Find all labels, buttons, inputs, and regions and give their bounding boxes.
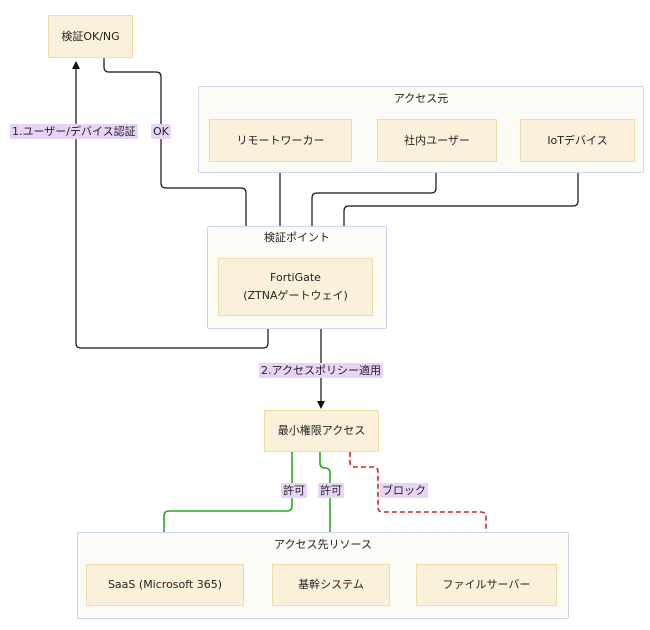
edge-allow-core [319, 452, 334, 563]
edge-label-ok: OK [151, 124, 171, 139]
edge-iot-to-fortigate [340, 162, 579, 256]
edge-label-allow-saas: 許可 [281, 483, 307, 498]
edge-label-policy: 2.アクセスポリシー適用 [259, 363, 383, 378]
verify-result-label: 検証OK/NG [61, 29, 120, 43]
least-privilege-label: 最小権限アクセス [277, 424, 366, 438]
file-server-node: ファイルサーバー [416, 564, 557, 606]
edge-label-auth: 1.ユーザー/デバイス認証 [10, 124, 138, 139]
iot-device-node: IoTデバイス [520, 119, 635, 162]
iot-device-label: IoTデバイス [547, 133, 608, 147]
internal-user-label: 社内ユーザー [404, 133, 470, 147]
edge-label-block: ブロック [380, 483, 428, 498]
saas-node: SaaS (Microsoft 365) [86, 564, 244, 606]
least-privilege-node: 最小権限アクセス [264, 410, 379, 452]
core-system-label: 基幹システム [298, 578, 364, 592]
fortigate-label-line1: FortiGate [270, 271, 321, 285]
internal-user-node: 社内ユーザー [377, 119, 497, 162]
saas-label: SaaS (Microsoft 365) [107, 578, 223, 592]
edge-block-fileserver [349, 452, 490, 563]
fortigate-label-line2: (ZTNAゲートウェイ) [243, 289, 348, 302]
core-system-node: 基幹システム [272, 564, 390, 606]
fortigate-node: FortiGate (ZTNAゲートウェイ) [218, 258, 373, 316]
edge-label-allow-core: 許可 [318, 483, 344, 498]
edge-allow-saas [160, 452, 293, 563]
checkpoint-title: 検証ポイント [264, 231, 330, 244]
remote-worker-node: リモートワーカー [209, 119, 352, 162]
edge-fortigate-to-verify [72, 61, 269, 349]
access-source-title: アクセス元 [393, 92, 449, 105]
destination-title: アクセス先リソース [274, 538, 372, 551]
edge-internal-to-fortigate [308, 162, 437, 256]
remote-worker-label: リモートワーカー [236, 133, 325, 147]
file-server-label: ファイルサーバー [442, 578, 531, 592]
verify-result-node: 検証OK/NG [48, 15, 133, 58]
